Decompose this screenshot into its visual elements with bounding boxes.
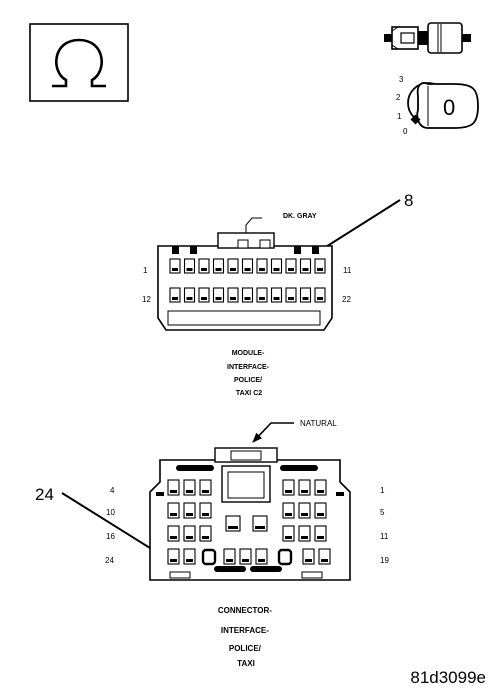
- terminal-cavity: [298, 502, 311, 519]
- callout-number: 8: [404, 191, 413, 210]
- terminal-cavity: [169, 287, 181, 303]
- pin-label-left: 16: [106, 532, 115, 541]
- terminal-cavity: [199, 502, 212, 519]
- terminal-cavity: [252, 515, 268, 532]
- terminal-cavity: [255, 548, 268, 565]
- main-caption: CONNECTOR- INTERFACE- POLICE/ TAXI: [218, 606, 274, 668]
- terminal-cavity: [169, 258, 181, 274]
- terminal-cavity: [199, 479, 212, 496]
- terminal-cavity: [227, 258, 239, 274]
- terminal-cavity: [241, 258, 254, 274]
- pin-label-bottom-left: 12: [142, 295, 151, 304]
- terminal-cavity: [302, 548, 315, 565]
- terminal-cavity: [299, 287, 312, 303]
- main-caption-line: INTERFACE-: [221, 626, 269, 635]
- terminal-cavity: [270, 287, 283, 303]
- connector-c2: DK. GRAY 8 1 11 12 22: [142, 191, 413, 331]
- terminal-cavity: [225, 515, 241, 532]
- terminal-cavity: [285, 287, 297, 303]
- terminal-cavity: [183, 525, 196, 542]
- terminal-cavity: [239, 548, 252, 565]
- pin-label-left: 10: [106, 508, 115, 517]
- terminal-cavity: [314, 258, 326, 274]
- terminal-cavity: [314, 502, 327, 519]
- terminal-cavity: [314, 525, 327, 542]
- main-caption-line: CONNECTOR-: [218, 606, 272, 615]
- ignition-key-icon: 3 2 1 0 0: [396, 75, 479, 136]
- probe-connector-icon: [384, 22, 471, 54]
- connector-main: NATURAL 24 4 10 16 24 1 5 11 19: [35, 419, 389, 581]
- figure-id: 81d3099e: [410, 668, 486, 687]
- key-position-1: 1: [397, 112, 402, 121]
- key-position-3: 3: [399, 75, 404, 84]
- pin-label-bottom-right: 22: [342, 295, 351, 304]
- c2-caption-line: POLICE/: [234, 377, 262, 384]
- terminal-cavity: [256, 258, 268, 274]
- terminal-cavity: [227, 287, 239, 303]
- terminal-cavity: [183, 548, 196, 565]
- terminal-cavity: [212, 258, 225, 274]
- terminal-cavity: [318, 548, 331, 565]
- pin-label-right: 1: [380, 486, 385, 495]
- ohm-symbol-icon: [29, 23, 129, 102]
- terminal-cavity: [314, 287, 326, 303]
- terminal-cavity: [199, 525, 212, 542]
- terminal-cavity: [299, 258, 312, 274]
- main-caption-line: TAXI: [237, 659, 255, 668]
- terminal-cavity: [298, 479, 311, 496]
- pin-label-left: 24: [105, 556, 114, 565]
- c2-caption-line: TAXI C2: [236, 390, 262, 397]
- callout-number: 24: [35, 485, 54, 504]
- pin-label-right: 19: [380, 556, 389, 565]
- terminal-cavity: [167, 525, 180, 542]
- terminal-cavity: [183, 479, 196, 496]
- pin-label-left: 4: [110, 486, 115, 495]
- terminal-cavity: [256, 287, 268, 303]
- housing-color-label: NATURAL: [300, 419, 337, 428]
- terminal-cavity: [282, 479, 295, 496]
- callout-arrow: [61, 492, 167, 559]
- terminal-cavity: [282, 525, 295, 542]
- c2-caption-line: MODULE-: [232, 350, 265, 357]
- terminal-cavity: [270, 258, 283, 274]
- terminal-cavity: [282, 502, 295, 519]
- pin-label-right: 5: [380, 508, 385, 517]
- pin-label-top-right: 11: [343, 266, 352, 275]
- terminal-cavity: [198, 287, 210, 303]
- key-position-2: 2: [396, 93, 401, 102]
- pin-label-top-left: 1: [143, 266, 148, 275]
- terminal-cavity: [183, 502, 196, 519]
- key-position-0: 0: [403, 127, 408, 136]
- terminal-cavity: [314, 479, 327, 496]
- terminal-cavity: [167, 479, 180, 496]
- cavity-grid: [169, 258, 326, 303]
- housing-color-label: DK. GRAY: [283, 213, 317, 220]
- cavity-grid: [167, 479, 331, 565]
- terminal-cavity: [223, 548, 236, 565]
- main-caption-line: POLICE/: [229, 644, 262, 653]
- terminal-cavity: [183, 258, 196, 274]
- terminal-cavity: [198, 258, 210, 274]
- terminal-cavity: [167, 548, 180, 565]
- terminal-cavity: [298, 525, 311, 542]
- terminal-cavity: [183, 287, 196, 303]
- pin-label-right: 11: [380, 532, 389, 541]
- key-cylinder-label: 0: [443, 95, 455, 120]
- c2-caption-line: INTERFACE-: [227, 364, 270, 371]
- terminal-cavity: [241, 287, 254, 303]
- c2-caption: MODULE- INTERFACE- POLICE/ TAXI C2: [227, 350, 271, 397]
- terminal-cavity: [285, 258, 297, 274]
- terminal-cavity: [167, 502, 180, 519]
- terminal-cavity: [212, 287, 225, 303]
